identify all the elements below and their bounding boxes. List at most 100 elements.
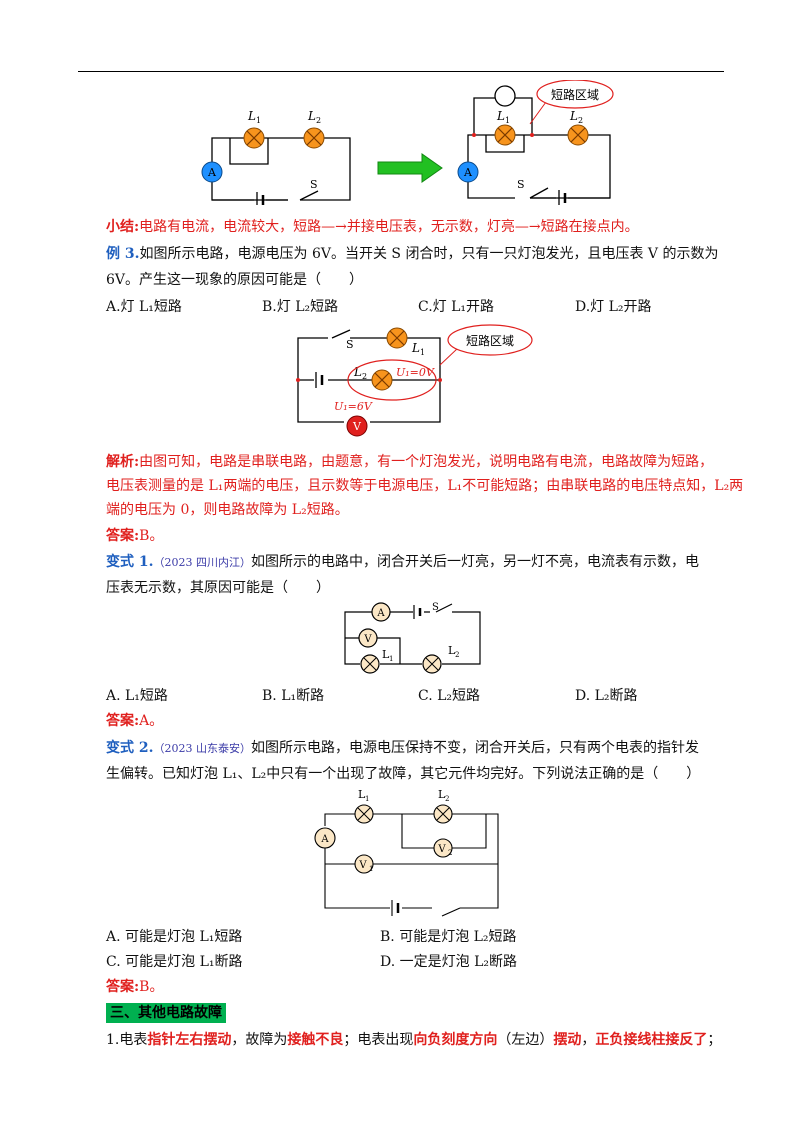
left-circuit <box>211 137 351 205</box>
example3-option-c: C.灯 L₁开路 <box>418 299 495 315</box>
variant2-option-b: B. 可能是灯泡 L₂短路 <box>380 929 517 945</box>
v2-label: V <box>437 844 446 855</box>
example3-option-b: B.灯 L₂短路 <box>262 299 339 315</box>
l2-sub: 2 <box>578 116 583 125</box>
bulb-icon <box>567 124 589 146</box>
item1-part: 接触不良 <box>287 1032 344 1048</box>
variant1-text1: 如图所示的电路中，闭合开关后一灯亮，另一灯不亮，电流表有示数，电 <box>251 554 699 570</box>
summary-text: 电路有电流，电流较大，短路—→并接电压表，无示数，灯亮—→短路在接点内。 <box>139 219 639 235</box>
voltmeter-label: V <box>363 634 372 645</box>
l1-label: L <box>411 341 420 355</box>
short-region-callout <box>536 80 614 109</box>
l1-label: L <box>382 648 390 661</box>
variant2-source: （2023 山东泰安） <box>153 742 252 755</box>
u1-zero-label: U₁=0V <box>396 366 435 379</box>
callout-text: 短路区域 <box>466 333 514 348</box>
bulb-icon <box>371 369 393 391</box>
u1-six-label: U₁=6V <box>334 400 373 413</box>
l2-label: L <box>353 365 362 379</box>
item1-part: ， <box>581 1032 596 1048</box>
voltmeter-icon <box>494 85 516 107</box>
item1-part: （左边） <box>497 1032 554 1048</box>
short-region-callout <box>447 324 533 356</box>
v1-label: V <box>358 860 367 871</box>
l1-sub: 1 <box>420 348 425 357</box>
section-heading: 三、其他电路故障 <box>106 1003 226 1023</box>
answer-line-variant1: 答案:A。 <box>106 711 736 731</box>
item1-part: 指针左右摆动 <box>147 1032 232 1048</box>
analysis-label: 解析: <box>106 454 140 470</box>
switch-label: S <box>346 338 354 351</box>
circuit-figure-variant2: A V 2 V 1 L 1 L 2 <box>314 788 499 917</box>
l1-label: L <box>247 109 256 123</box>
l1-label: L <box>358 788 366 801</box>
bulb-icon <box>360 654 380 674</box>
answer-line-example3: 答案:B。 <box>106 526 736 546</box>
item1-part: 正负接线柱接反了 <box>595 1032 708 1048</box>
switch-label: S <box>310 178 318 191</box>
l1-sub: 1 <box>256 116 261 125</box>
summary-line: 小结:电路有电流，电流较大，短路—→并接电压表，无示数，灯亮—→短路在接点内。 <box>106 217 736 237</box>
variant2-label: 变式 2. <box>106 740 154 756</box>
variant1-line2: 压表无示数，其原因可能是（ ） <box>106 580 330 596</box>
circuit-figure-short-region: A L 1 L 2 S A <box>201 80 614 205</box>
example3-text1: 如图所示电路，电源电压为 6V。当开关 S 闭合时，只有一只灯泡发光，且电压表 … <box>139 246 719 262</box>
variant2-line2: 生偏转。已知灯泡 L₁、L₂中只有一个出现了故障，其它元件均完好。下列说法正确的… <box>106 766 701 782</box>
variant1-option-b: B. L₁断路 <box>262 688 325 704</box>
v1-sub: 1 <box>369 865 373 873</box>
variant1-option-a: A. L₁短路 <box>106 688 168 704</box>
circuit-figure-variant1: A V S L 1 L 2 <box>344 602 481 674</box>
variant1-label: 变式 1. <box>106 554 154 570</box>
variant2-option-c: C. 可能是灯泡 L₁断路 <box>106 954 243 970</box>
bulb-icon <box>386 327 408 349</box>
section3-item1: 1.电表指针左右摆动，故障为接触不良；电表出现向负刻度方向（左边）摆动，正负接线… <box>106 1030 736 1050</box>
variant1-source: （2023 四川内江） <box>153 556 252 569</box>
l1-sub: 1 <box>505 116 510 125</box>
ammeter-icon <box>201 161 223 183</box>
analysis-line3: 端的电压为 0，则电路故障为 L₂短路。 <box>106 502 349 518</box>
voltmeter-icon <box>354 854 374 874</box>
arrow-right-icon <box>377 153 443 183</box>
v2-sub: 2 <box>448 849 452 857</box>
item1-part: ；电表出现 <box>343 1032 414 1048</box>
answer-text: A。 <box>139 713 164 729</box>
answer-label: 答案: <box>106 528 140 544</box>
example3-line2: 6V。产生这一现象的原因可能是（ ） <box>106 272 364 288</box>
bulb-icon <box>494 124 516 146</box>
analysis-line1: 解析:由图可知，电路是串联电路，由题意，有一个灯泡发光，说明电路有电流，电路故障… <box>106 452 736 472</box>
l1-label: L <box>496 109 505 123</box>
summary-label: 小结: <box>106 219 140 235</box>
callout-text: 短路区域 <box>551 87 599 102</box>
variant2-option-a: A. 可能是灯泡 L₁短路 <box>106 929 243 945</box>
l2-label: L <box>438 788 446 801</box>
item1-part: 向负刻度方向 <box>413 1032 498 1048</box>
l1-sub: 1 <box>389 655 393 663</box>
l1-sub: 1 <box>365 795 369 803</box>
circuit-figure-example3: V S L 1 L 2 U₁=0V U₁=6V 短路区域 <box>296 324 533 437</box>
item1-part: ； <box>707 1032 722 1048</box>
example3-line1: 例 3.如图所示电路，电源电压为 6V。当开关 S 闭合时，只有一只灯泡发光，且… <box>106 244 736 264</box>
answer-label: 答案: <box>106 713 140 729</box>
bulb-icon <box>303 127 325 149</box>
example3-label: 例 3. <box>106 246 140 262</box>
ammeter-label: A <box>463 166 473 179</box>
bulb-icon <box>354 804 374 824</box>
bulb-icon <box>243 127 265 149</box>
answer-text: B。 <box>139 528 164 544</box>
l2-label: L <box>307 109 316 123</box>
answer-line-variant2: 答案:B。 <box>106 977 736 997</box>
answer-label: 答案: <box>106 979 140 995</box>
analysis-text1: 由图可知，电路是串联电路，由题意，有一个灯泡发光，说明电路有电流，电路故障为短路… <box>139 454 714 470</box>
voltmeter-label: V <box>352 420 362 433</box>
l2-sub: 2 <box>455 651 459 659</box>
variant2-text1: 如图所示电路，电源电压保持不变，闭合开关后，只有两个电表的指针发 <box>251 740 699 756</box>
item1-part: ，故障为 <box>231 1032 288 1048</box>
l2-sub: 2 <box>316 116 321 125</box>
right-circuit <box>467 97 611 205</box>
bulb-icon <box>422 654 442 674</box>
voltmeter-icon <box>433 838 453 858</box>
ammeter-label: A <box>376 608 385 619</box>
variant2-line1: 变式 2.（2023 山东泰安）如图所示电路，电源电压保持不变，闭合开关后，只有… <box>106 738 736 759</box>
variant1-line1: 变式 1.（2023 四川内江）如图所示的电路中，闭合开关后一灯亮，另一灯不亮，… <box>106 552 736 573</box>
header-rule <box>78 71 724 72</box>
